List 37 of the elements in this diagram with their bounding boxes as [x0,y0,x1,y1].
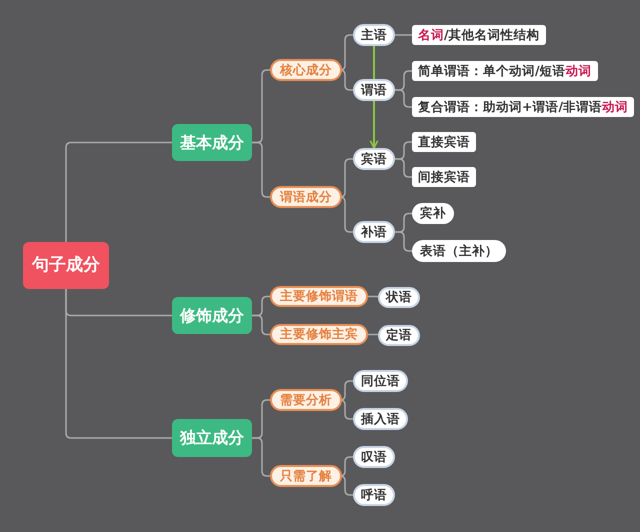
connector-line [368,334,378,336]
connector-line [395,158,412,178]
subtopic-pill: 需要分析 [270,389,342,411]
subtopic-pill: 谓语成分 [270,186,342,208]
topic-box: 句子成分 [23,242,109,289]
connector-line [395,34,412,36]
term-pill: 谓语 [353,79,395,101]
arrow [370,101,378,149]
note-pill: 宾补 [412,203,454,224]
connector-line [65,142,172,242]
term-pill: 补语 [353,221,395,243]
branch-box: 独立成分 [172,419,252,457]
note-box: 名词/其他名词性结构 [412,25,546,45]
subtopic-pill: 只需了解 [270,465,342,487]
subtopic-pill: 主要修饰谓语 [270,286,368,307]
term-pill: 叹语 [353,446,395,468]
connector-line [395,89,412,108]
connector-line [65,289,172,439]
term-pill: 主语 [353,24,395,46]
connector-line [252,142,270,198]
branch-box: 修饰成分 [172,297,252,334]
subtopic-pill: 核心成分 [270,59,342,81]
note-box: 直接宾语 [412,132,476,152]
term-pill: 同位语 [353,370,408,392]
connector-line [368,296,378,298]
note-box: 间接宾语 [412,167,476,187]
term-pill: 插入语 [353,408,408,430]
branch-box: 基本成分 [172,124,252,161]
subtopic-pill: 主要修饰主宾 [270,324,368,345]
note-box: 复合谓语：助动词+谓语/非谓语动词 [412,97,634,117]
connector-line [252,437,270,477]
note-box: 简单谓语：单个动词/短语动词 [412,61,598,81]
term-pill: 宾语 [353,148,395,170]
term-pill: 状语 [378,287,420,308]
term-pill: 呼语 [353,484,395,506]
term-pill: 定语 [378,325,420,346]
note-pill: 表语（主补） [412,240,506,262]
